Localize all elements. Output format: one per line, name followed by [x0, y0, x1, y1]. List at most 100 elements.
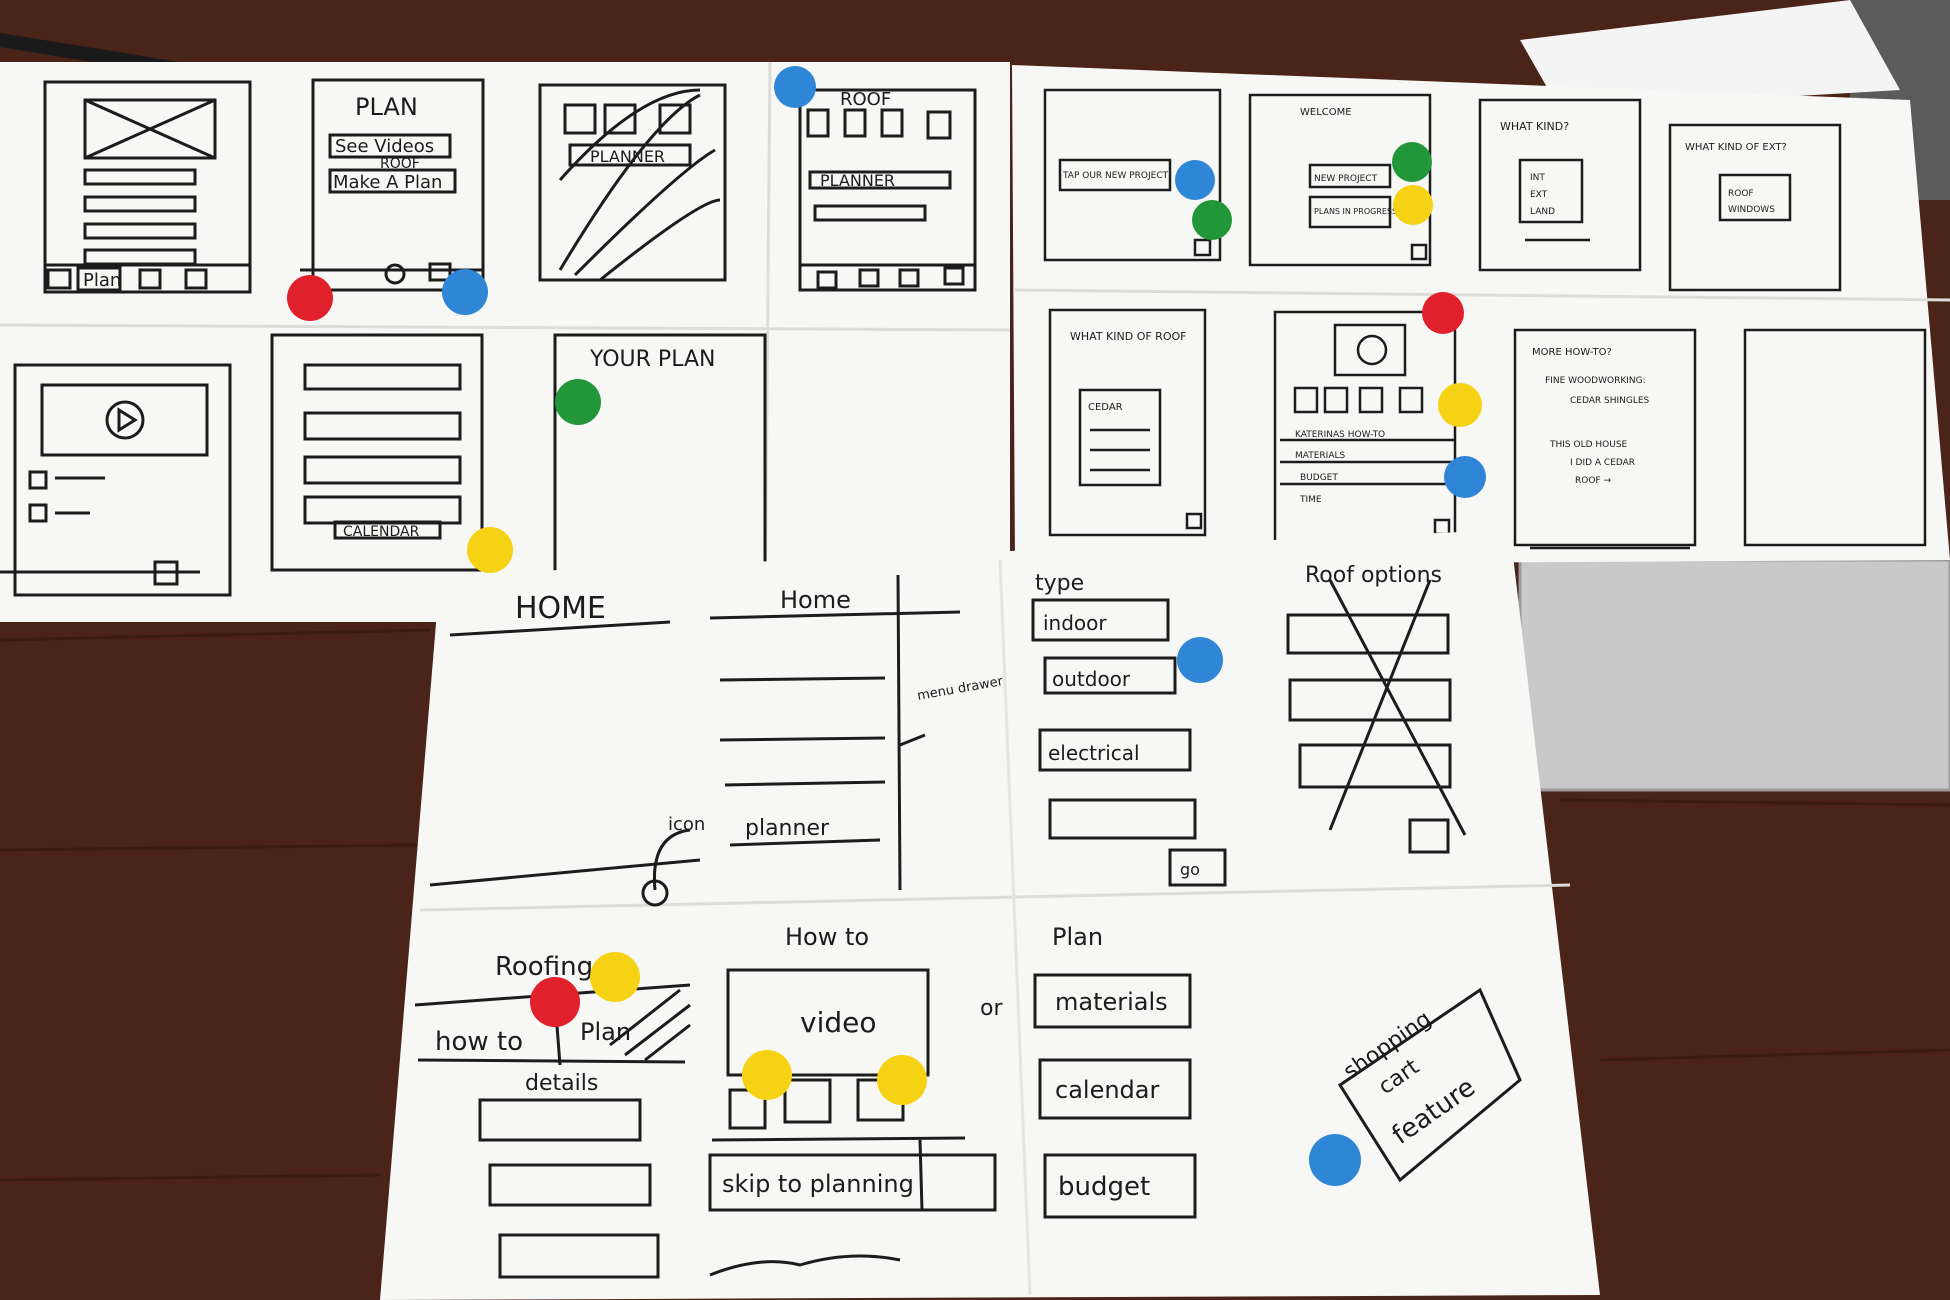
- dot-yellow: [590, 952, 640, 1002]
- dot-red: [287, 275, 333, 321]
- roofing-tab-howto: how to: [435, 1027, 523, 1057]
- calendar-label: CALENDAR: [343, 524, 420, 540]
- plan-button-make: Make A Plan: [333, 172, 442, 193]
- what-kind-ext-roof: ROOF: [1728, 189, 1754, 199]
- plan-materials: materials: [1055, 988, 1168, 1016]
- dot-red: [530, 977, 580, 1027]
- what-kind-opt-land: LAND: [1530, 207, 1555, 217]
- plan-title: Plan: [1052, 923, 1103, 951]
- dot-yellow: [742, 1050, 792, 1100]
- wireframe-calendar-screen: [270, 333, 484, 572]
- plan-screen-title: PLAN: [355, 93, 418, 121]
- what-kind-ext-title: WHAT KIND OF EXT?: [1685, 142, 1787, 153]
- what-kind-title: WHAT KIND?: [1500, 120, 1569, 133]
- video-row-budget: BUDGET: [1300, 473, 1338, 483]
- more-howto-line-1: FINE WOODWORKING:: [1545, 376, 1646, 386]
- your-plan-title: YOUR PLAN: [589, 347, 715, 372]
- howto-title: How to: [785, 923, 869, 951]
- roofing-title: Roofing: [495, 952, 593, 982]
- roof-screen-title: ROOF: [840, 89, 891, 110]
- plan-sketch: [1033, 973, 1197, 1219]
- sheet-right: TAP OUR NEW PROJECT WELCOME NEW PROJECT …: [1012, 65, 1950, 565]
- dot-green: [1192, 200, 1232, 240]
- welcome-new-project: NEW PROJECT: [1314, 174, 1378, 184]
- howto-or: or: [980, 996, 1003, 1021]
- voting-dots: [287, 66, 1486, 1186]
- type-go: go: [1180, 860, 1200, 879]
- wireframe-roof-screen: [798, 88, 977, 292]
- more-howto-title: MORE HOW-TO?: [1532, 347, 1612, 358]
- wireframe-more-howto-screen: [1513, 328, 1697, 550]
- wireframe-plan-screen: [300, 78, 485, 292]
- dot-yellow: [1438, 383, 1482, 427]
- type-title: type: [1035, 571, 1084, 596]
- wireframe-what-kind-roof-screen: [1048, 308, 1207, 537]
- what-kind-opt-int: INT: [1530, 173, 1545, 183]
- dot-yellow: [877, 1055, 927, 1105]
- roofing-tab-plan: Plan: [580, 1018, 631, 1046]
- plan-calendar: calendar: [1055, 1076, 1159, 1104]
- roofing-details: details: [525, 1071, 598, 1096]
- wireframe-what-kind-screen: [1478, 98, 1642, 272]
- wireframe-blank-screen: [1743, 328, 1927, 547]
- video-row-time: TIME: [1299, 495, 1322, 505]
- home-menu-title: Home: [780, 586, 851, 614]
- roof-options-title: Roof options: [1305, 563, 1442, 588]
- dot-blue: [1177, 637, 1223, 683]
- wireframe-first-screen: [1043, 88, 1222, 262]
- sheet-bottom: HOME icon Home planner menu drawer type: [380, 530, 1600, 1300]
- dot-yellow: [467, 527, 513, 573]
- wireframe-screen-1: [43, 80, 252, 294]
- welcome-plans-progress: PLANS IN PROGRESS: [1314, 207, 1397, 216]
- more-howto-line-5: ROOF →: [1575, 476, 1611, 486]
- dot-blue: [1309, 1134, 1361, 1186]
- dot-red: [1422, 292, 1464, 334]
- howto-skip: skip to planning: [722, 1170, 914, 1198]
- cart-note-box: [1337, 987, 1522, 1183]
- wood-grain: [0, 628, 1950, 1182]
- more-howto-line-3: THIS OLD HOUSE: [1549, 440, 1628, 450]
- what-kind-opt-ext: EXT: [1530, 190, 1548, 200]
- type-option-outdoor: outdoor: [1052, 667, 1131, 691]
- dot-blue: [774, 66, 816, 108]
- dot-green: [1392, 142, 1432, 182]
- what-kind-roof-title: WHAT KIND OF ROOF: [1070, 330, 1186, 343]
- laptop: [1518, 558, 1950, 792]
- nav-label-plan: Plan: [83, 270, 121, 291]
- more-howto-line-2: CEDAR SHINGLES: [1570, 396, 1650, 406]
- welcome-title: WELCOME: [1300, 107, 1352, 118]
- roofing-sketch: [414, 983, 691, 1279]
- dot-yellow: [1393, 185, 1433, 225]
- dot-blue: [1444, 456, 1486, 498]
- home-title: HOME: [515, 591, 606, 626]
- what-kind-ext-windows: WINDOWS: [1728, 205, 1775, 215]
- plan-button-videos: See Videos: [335, 136, 434, 157]
- home-icon-label: icon: [668, 814, 705, 835]
- wireframe-welcome-screen: [1248, 93, 1432, 267]
- first-screen-label: TAP OUR NEW PROJECT: [1062, 171, 1169, 181]
- wireframe-video-screen: [0, 363, 232, 597]
- roof-planner-label: PLANNER: [820, 171, 895, 190]
- roof-options-sketch: [1286, 579, 1467, 854]
- white-paper-corner: [1520, 0, 1900, 110]
- wireframe-what-kind-ext-screen: [1668, 123, 1842, 292]
- home-sketch: [429, 620, 701, 907]
- plan-button-roof: ROOF: [380, 156, 420, 172]
- wireframe-scribbled-screen: [538, 83, 727, 282]
- type-option-indoor: indoor: [1043, 611, 1107, 635]
- more-howto-line-4: I DID A CEDAR: [1570, 458, 1635, 468]
- video-row-materials: MATERIALS: [1295, 451, 1345, 461]
- sheet-left: Plan PLAN See Videos ROOF Make A Plan PL…: [0, 61, 1011, 622]
- home-menu-sketch: [709, 574, 961, 891]
- dot-blue: [1175, 160, 1215, 200]
- type-sketch: [1031, 598, 1227, 887]
- what-kind-roof-cedar: CEDAR: [1088, 402, 1123, 413]
- home-menu-planner: planner: [745, 816, 830, 841]
- wireframe-video-detail-screen: [1273, 310, 1457, 544]
- howto-video: video: [800, 1006, 876, 1039]
- dot-blue: [442, 269, 488, 315]
- plan-budget: budget: [1058, 1172, 1150, 1202]
- dot-green: [555, 379, 601, 425]
- video-row-howto: KATERINAS HOW-TO: [1295, 430, 1385, 440]
